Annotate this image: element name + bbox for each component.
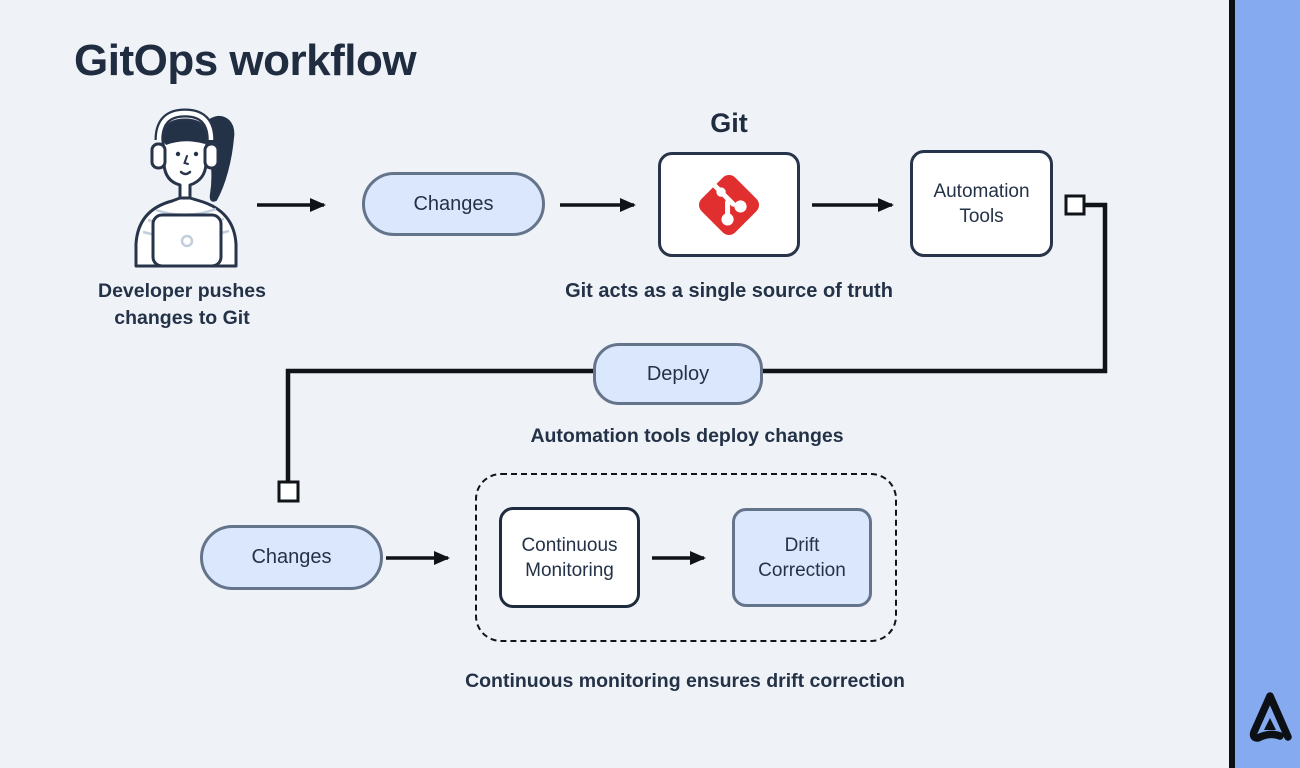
square-connector-top — [1064, 194, 1086, 216]
git-heading: Git — [710, 108, 748, 138]
continuous-monitoring-node: Continuous Monitoring — [499, 507, 640, 608]
route-automation-to-changes — [285, 202, 1108, 482]
developer-illustration-icon — [134, 108, 238, 268]
changes-node-top: Changes — [362, 172, 545, 236]
monitoring-group-frame — [475, 473, 897, 642]
git-caption: Git acts as a single source of truth — [565, 280, 893, 302]
deploy-caption: Automation tools deploy changes — [530, 425, 844, 447]
side-strip — [1229, 0, 1300, 768]
git-logo-icon — [698, 174, 760, 235]
automation-tools-node: Automation Tools — [910, 150, 1053, 257]
brand-logo-icon — [1249, 692, 1292, 742]
square-connector-left — [277, 480, 300, 503]
drift-correction-node: Drift Correction — [732, 508, 872, 607]
page-title: GitOps workflow — [74, 36, 417, 85]
monitoring-caption: Continuous monitoring ensures drift corr… — [465, 670, 905, 692]
changes-node-bottom: Changes — [200, 525, 383, 590]
git-node — [658, 152, 800, 257]
developer-caption: Developer pushes changes to Git — [98, 280, 266, 329]
deploy-node: Deploy — [593, 343, 763, 405]
